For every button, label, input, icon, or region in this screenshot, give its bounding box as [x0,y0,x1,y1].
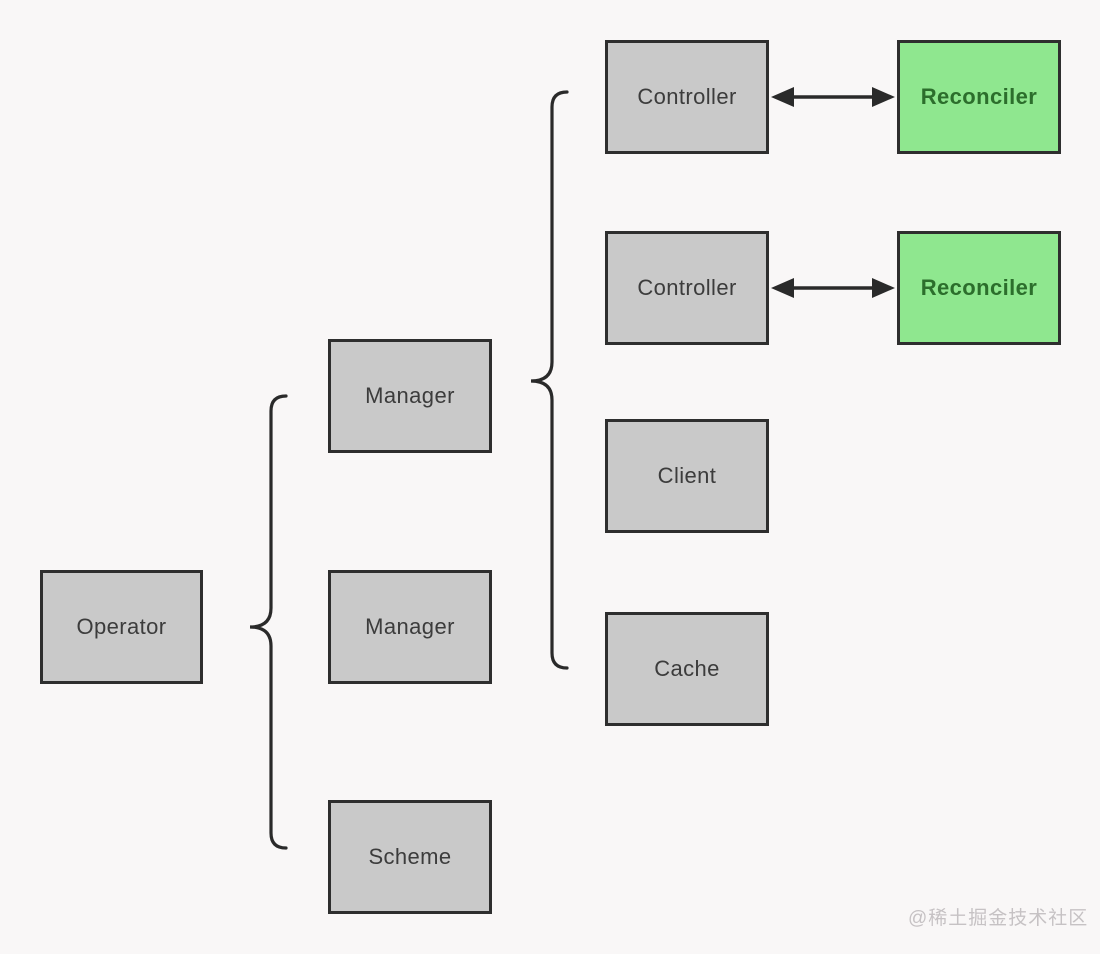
node-controller-1: Controller [605,40,769,154]
node-reconciler-1: Reconciler [897,40,1061,154]
node-manager-1: Manager [328,339,492,453]
watermark: @稀土掘金技术社区 [908,908,1089,929]
node-label: Reconciler [920,275,1038,300]
node-label: Manager [365,614,455,639]
node-label: Controller [637,275,737,300]
node-label: Client [657,463,717,488]
node-cache: Cache [605,612,769,726]
node-label: Reconciler [920,84,1038,109]
node-operator: Operator [40,570,203,684]
node-label: Operator [76,614,167,639]
node-client: Client [605,419,769,533]
node-label: Controller [637,84,737,109]
node-controller-2: Controller [605,231,769,345]
node-label: Cache [654,656,720,681]
node-scheme: Scheme [328,800,492,914]
node-reconciler-2: Reconciler [897,231,1061,345]
node-manager-2: Manager [328,570,492,684]
node-label: Manager [365,383,455,408]
node-label: Scheme [368,844,452,869]
arrow-controller2-reconciler2 [771,278,895,298]
arrow-controller1-reconciler1 [771,87,895,107]
brace-manager-children [530,90,569,670]
brace-operator-children [249,394,288,850]
